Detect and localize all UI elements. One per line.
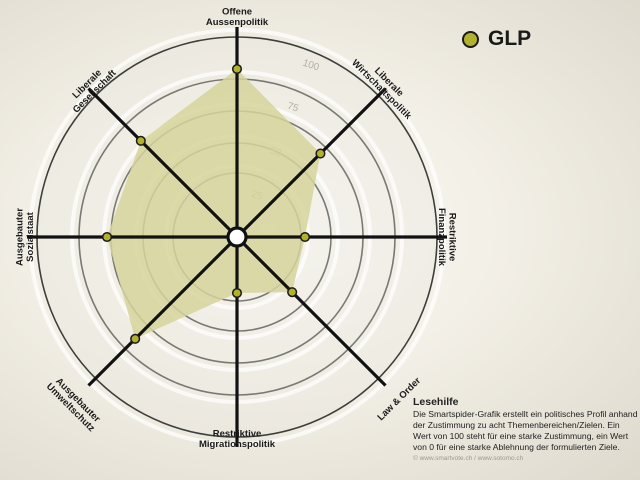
series-polygon: [107, 69, 321, 339]
axis-line-gesellschaft: [87, 87, 239, 239]
axes: [27, 27, 447, 447]
legend-label: GLP: [488, 27, 532, 50]
credit-text: © www.smartvote.ch / www.sotomo.ch: [413, 455, 524, 462]
legend: GLP: [462, 27, 531, 51]
axis-label-line: Aussenpolitik: [206, 17, 269, 28]
axis-label-line: Restriktive: [213, 429, 262, 440]
reading-help-text: Die Smartspider-Grafik erstellt ein poli…: [413, 409, 638, 452]
data-point-aussenpolitik: [231, 63, 243, 75]
data-point-sozialstaat: [101, 231, 113, 243]
data-points: [101, 63, 326, 344]
axis-label-line: Ausgebauter: [15, 208, 26, 266]
reading-help-title: Lesehilfe: [413, 396, 459, 408]
axis-label-sozialstaat: AusgebauterSozialstaat: [15, 208, 36, 266]
data-point-law-order: [287, 287, 298, 298]
axis-line-law-order: [235, 235, 387, 387]
legend-marker: [462, 30, 479, 48]
axis-label-finanzpolitik: RestriktiveFinanzpolitik: [436, 208, 457, 267]
series-area: [107, 69, 321, 339]
data-point-finanzpolitik: [299, 231, 311, 243]
axis-label-line: Restriktive: [446, 213, 457, 262]
axis-line-wirtschaftspolitik: [235, 87, 387, 239]
tick-label: 75: [286, 101, 300, 115]
data-point-migrationspolitik: [231, 287, 243, 299]
axis-label-line: Migrationspolitik: [199, 439, 276, 450]
axis-label-line: Offene: [222, 7, 252, 18]
reading-help: Lesehilfe Die Smartspider-Grafik erstell…: [413, 396, 638, 463]
data-point-wirtschaftspolitik: [315, 148, 326, 159]
axis-label-line: Finanzpolitik: [436, 208, 447, 267]
axis-line-umweltschutz: [87, 235, 239, 387]
data-point-umweltschutz: [130, 333, 141, 344]
axis-label-line: Sozialstaat: [25, 211, 36, 261]
axis-label-umweltschutz: AusgebauterUmweltschutz: [44, 374, 105, 435]
data-point-gesellschaft: [135, 135, 146, 146]
center-hub: [226, 226, 248, 248]
tick-label: 100: [301, 58, 321, 74]
